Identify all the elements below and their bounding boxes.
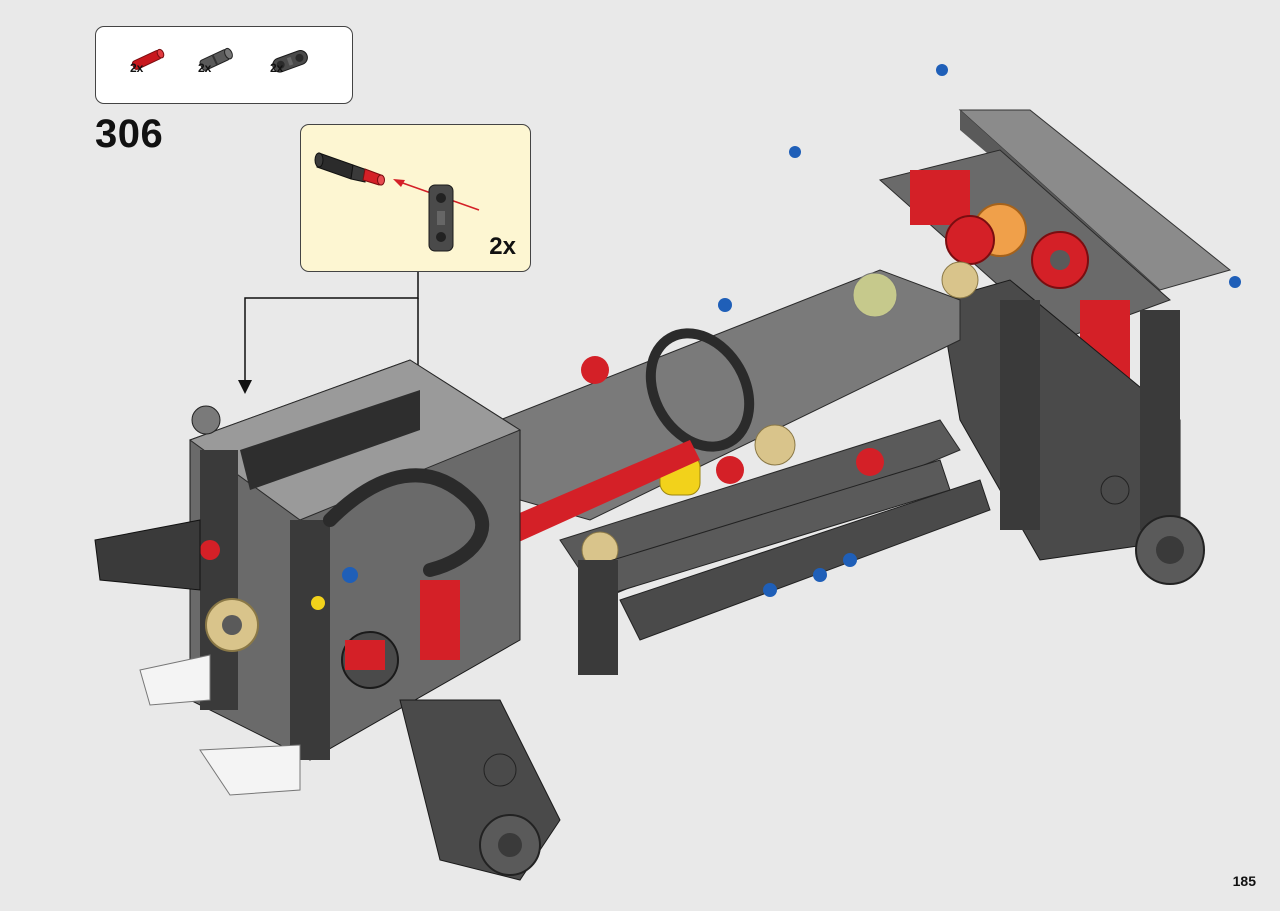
dark-grey-axle-connector-icon bbox=[199, 47, 233, 71]
parts-list: 2x 2x 2x bbox=[95, 26, 353, 104]
red-pin-icon bbox=[362, 168, 385, 186]
page-number: 185 bbox=[1232, 873, 1256, 889]
part-quantity: 2x bbox=[130, 61, 144, 75]
red-axle-pin-icon bbox=[131, 48, 165, 70]
sub-assembly-callout: 2x bbox=[300, 124, 531, 272]
step-number: 306 bbox=[95, 112, 164, 156]
part-item-grey-connector bbox=[196, 45, 256, 105]
part-item-red-pin bbox=[128, 45, 188, 105]
arrow-head-icon bbox=[238, 380, 252, 394]
callout-quantity: 2x bbox=[489, 233, 516, 260]
right-side-frame bbox=[939, 279, 1205, 585]
sub-assembly-illustration bbox=[314, 152, 480, 252]
part-quantity: 2x bbox=[198, 61, 212, 75]
beam-connector-icon bbox=[428, 184, 454, 252]
dark-grey-beam-connector-icon bbox=[272, 50, 308, 73]
part-quantity: 2x bbox=[270, 61, 284, 75]
central-chassis bbox=[480, 261, 991, 641]
part-item-beam-connector bbox=[268, 45, 328, 105]
front-module bbox=[188, 359, 522, 761]
front-suspension bbox=[94, 519, 561, 881]
middle-cross-beam bbox=[578, 298, 951, 675]
axle-connector-icon bbox=[314, 152, 368, 183]
